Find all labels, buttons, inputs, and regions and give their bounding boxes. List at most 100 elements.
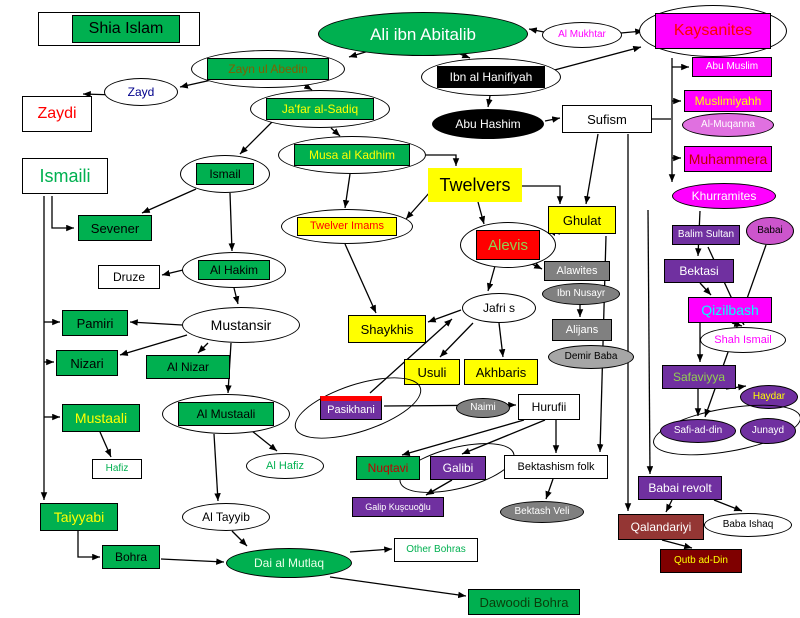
- node-shaykhis: Shaykhis: [348, 315, 426, 343]
- edge-connector: [349, 546, 393, 553]
- node-shia-islam: Shia Islam: [72, 15, 180, 43]
- node-mustaali: Mustaali: [62, 404, 140, 432]
- node-taiyyabi: Taiyyabi: [40, 503, 118, 531]
- node-mustansir: Mustansir: [182, 307, 300, 343]
- node-khurramites: Khurramites: [672, 183, 776, 209]
- node-babai: Babai: [746, 217, 794, 245]
- edge-connector: [251, 430, 278, 452]
- node-ibn-al-hanifiyah: Ibn al Hanifiyah: [437, 66, 545, 88]
- edge-connector: [498, 322, 506, 358]
- node-nizari: Nizari: [56, 350, 118, 376]
- edge-connector: [129, 319, 183, 326]
- edge-connector: [426, 154, 460, 166]
- node-ismail: Ismail: [196, 163, 254, 185]
- node-galibi: Galibi: [430, 456, 486, 480]
- node-junayd: Junayd: [740, 418, 796, 444]
- edge-connector: [713, 499, 743, 512]
- node-alevis: Alevis: [476, 230, 540, 260]
- node-sevener: Sevener: [78, 215, 152, 241]
- node-hafiz: Hafiz: [92, 459, 142, 479]
- edge-connector: [99, 431, 112, 458]
- node-shah-ismail: Shah Ismail: [700, 327, 786, 353]
- node-qizilbash: Qizilbash: [688, 297, 772, 323]
- node-musa-al-kadhim: Musa al Kadhim: [294, 144, 410, 166]
- node-muslimiyahh: Muslimiyahh: [684, 90, 772, 112]
- edge-connector: [161, 269, 184, 277]
- edge-connector: [522, 185, 564, 204]
- node-dawoodi-bohra: Dawoodi Bohra: [468, 589, 580, 615]
- node-ibn-nusayr: Ibn Nusayr: [542, 283, 620, 305]
- node-qutb-ad-din: Qutb ad-Din: [660, 549, 742, 573]
- node-ali-ibn-abitalib: Ali ibn Abitalib: [318, 12, 528, 56]
- node-zayn-ul-abedin: Zayn ul Abedin: [207, 58, 329, 80]
- node-ghulat: Ghulat: [548, 206, 616, 234]
- node-twelver-imams: Twelver Imams: [297, 217, 397, 236]
- node-al-tayyib: Al Tayyib: [182, 503, 270, 531]
- node-muhammera: Muhammera: [684, 146, 772, 172]
- edge-connector: [231, 530, 248, 547]
- node-alijans: Alijans: [552, 319, 612, 341]
- node-abu-hashim: Abu Hashim: [432, 109, 544, 139]
- edge-connector: [141, 188, 197, 214]
- node-al-mustaali: Al Mustaali: [178, 402, 274, 426]
- node-sufism: Sufism: [562, 105, 652, 133]
- node-demir-baba: Demir Baba: [548, 345, 634, 369]
- node-al-mukhtar: Al Mukhtar: [542, 22, 622, 48]
- node-babai-revolt: Babai revolt: [638, 476, 722, 500]
- node-nuqtavi: Nuqtavi: [356, 456, 420, 480]
- node-jafri-s: Jafri s: [462, 293, 536, 323]
- node-baba-ishaq: Baba Ishaq: [704, 513, 792, 537]
- edge-connector: [51, 196, 74, 232]
- edge-connector: [425, 479, 453, 496]
- edge-connector: [486, 265, 496, 292]
- node-bektashism-folk: Bektashism folk: [504, 455, 608, 479]
- edge-connector: [197, 342, 209, 354]
- node-naimi: Naimi: [456, 398, 510, 418]
- edge-connector: [369, 318, 453, 394]
- node-kaysanites: Kaysanites: [655, 13, 771, 49]
- node-twelvers: Twelvers: [428, 168, 522, 202]
- edge-connector: [427, 309, 462, 323]
- edge-connector: [160, 558, 225, 565]
- node-pamiri: Pamiri: [62, 310, 128, 336]
- edge-connector: [486, 95, 493, 108]
- edge-connector: [439, 322, 474, 358]
- node-jafar-al-sadiq: Ja'far al-Sadiq: [266, 98, 374, 120]
- edge-connector: [213, 433, 221, 502]
- edge-connector: [545, 478, 554, 500]
- edge-connector: [329, 576, 467, 599]
- node-zayd: Zayd: [104, 78, 178, 106]
- node-safaviyya: Safaviyya: [662, 365, 736, 389]
- edge-connector: [77, 531, 100, 561]
- edge-connector: [232, 287, 240, 305]
- node-hurufii: Hurufii: [518, 394, 580, 420]
- node-al-hafiz: Al Hafiz: [246, 453, 324, 479]
- node-balim-sultan: Balim Sultan: [672, 225, 740, 245]
- node-bektasi: Bektasi: [664, 259, 734, 283]
- edge-connector: [239, 121, 273, 155]
- edge-connector: [661, 539, 693, 550]
- node-al-hakim: Al Hakim: [198, 260, 270, 280]
- node-dai-al-mutlaq: Dai al Mutlaq: [226, 548, 352, 578]
- node-safi-ad-din: Safi-ad-din: [660, 419, 736, 443]
- edge-connector: [228, 192, 235, 252]
- node-zaydi: Zaydi: [22, 96, 92, 132]
- node-pasikhani: Pasikhani: [320, 396, 382, 420]
- node-bektash-veli: Bektash Veli: [500, 501, 584, 523]
- edge-connector: [342, 173, 351, 209]
- node-qalandariyi: Qalandariyi: [618, 514, 704, 540]
- node-druze: Druze: [98, 265, 160, 289]
- edge-connector: [528, 27, 545, 34]
- edge-connector: [584, 133, 599, 205]
- edge-connector: [477, 201, 486, 225]
- edge-connector: [344, 243, 377, 314]
- node-al-nizar: Al Nizar: [146, 355, 230, 379]
- node-galip-kuscuoglu: Galip Kuşcuoğlu: [352, 497, 444, 517]
- node-abu-muslim: Abu Muslim: [692, 57, 772, 77]
- edge-connector: [731, 320, 743, 327]
- edge-connector: [330, 127, 341, 137]
- node-al-muqanna: Al-Muqanna: [682, 113, 774, 137]
- edge-connector: [665, 499, 673, 513]
- node-alawites: Alawites: [544, 261, 610, 281]
